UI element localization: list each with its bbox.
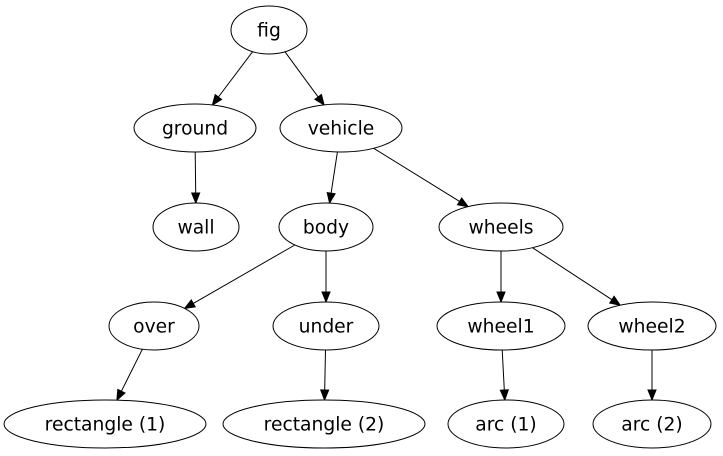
node-label-vehicle: vehicle <box>308 118 375 139</box>
arrowhead-icon <box>116 388 126 402</box>
node-under: under <box>272 301 380 351</box>
node-label-wheel2: wheel2 <box>618 316 685 337</box>
arrowhead-icon <box>647 389 657 402</box>
node-label-arc1: arc (1) <box>475 414 536 435</box>
node-ellipse-ground <box>133 103 257 153</box>
node-label-rectangle1: rectangle (1) <box>45 414 166 435</box>
edge-line-over-rectangle1 <box>120 348 143 392</box>
node-ellipse-rectangle1 <box>3 399 207 449</box>
arrowhead-icon <box>183 299 196 310</box>
node-label-fig: fig <box>257 20 281 41</box>
edge-fig-vehicle <box>284 51 325 106</box>
node-label-wheels: wheels <box>468 217 533 238</box>
node-label-rectangle2: rectangle (2) <box>264 414 385 435</box>
node-ellipse-wheels <box>438 202 564 252</box>
edge-vehicle-body <box>326 151 338 205</box>
arrowhead-icon <box>499 389 510 402</box>
node-label-body: body <box>303 217 349 238</box>
node-wall: wall <box>152 202 240 252</box>
edge-line-wheel1-arc1 <box>501 349 505 391</box>
node-arc2: arc (2) <box>592 399 712 449</box>
edge-line-body-over <box>193 244 296 304</box>
edge-line-ground-wall <box>194 151 197 194</box>
edge-ground-wall <box>190 151 201 205</box>
edge-body-over <box>183 244 296 310</box>
node-body: body <box>278 202 374 252</box>
node-over: over <box>108 301 200 351</box>
node-ellipse-wall <box>152 202 240 252</box>
node-rectangle2: rectangle (2) <box>222 399 426 449</box>
edge-vehicle-wheels <box>373 147 470 208</box>
node-wheel2: wheel2 <box>587 301 717 351</box>
node-wheels: wheels <box>438 202 564 252</box>
node-ellipse-arc2 <box>592 399 712 449</box>
edge-line-under-rectangle2 <box>324 349 326 391</box>
node-label-wheel1: wheel1 <box>467 316 534 337</box>
node-ellipse-wheel2 <box>587 301 717 351</box>
arrowhead-icon <box>211 93 223 107</box>
edge-line-fig-vehicle <box>284 51 319 98</box>
arrowhead-icon <box>496 291 506 304</box>
node-label-under: under <box>299 316 354 337</box>
node-ellipse-rectangle2 <box>222 399 426 449</box>
node-vehicle: vehicle <box>279 103 403 153</box>
node-label-ground: ground <box>162 118 228 139</box>
arrowhead-icon <box>314 93 325 106</box>
node-ellipse-under <box>272 301 380 351</box>
edge-line-vehicle-body <box>330 151 338 194</box>
node-label-arc2: arc (2) <box>621 414 682 435</box>
node-wheel1: wheel1 <box>436 301 566 351</box>
node-label-wall: wall <box>177 217 214 238</box>
node-fig: fig <box>230 5 308 55</box>
edge-under-rectangle2 <box>319 349 330 402</box>
node-ground: ground <box>133 103 257 153</box>
node-label-over: over <box>133 316 175 337</box>
node-ellipse-over <box>108 301 200 351</box>
node-ellipse-wheel1 <box>436 301 566 351</box>
arrowhead-icon <box>319 389 330 402</box>
node-ellipse-vehicle <box>279 103 403 153</box>
edge-body-under <box>321 251 331 304</box>
node-ellipse-arc1 <box>447 399 565 449</box>
node-ellipse-fig <box>230 5 308 55</box>
edge-wheel1-arc1 <box>499 349 510 402</box>
arrowhead-icon <box>190 192 201 205</box>
edge-wheel2-arc2 <box>647 350 657 402</box>
edge-over-rectangle1 <box>116 348 143 402</box>
arrowhead-icon <box>456 197 470 208</box>
edge-line-wheels-wheel2 <box>532 247 613 301</box>
arrowhead-icon <box>326 191 336 205</box>
node-ellipse-body <box>278 202 374 252</box>
edge-wheels-wheel2 <box>532 247 622 306</box>
edge-wheels-wheel1 <box>496 251 506 304</box>
node-arc1: arc (1) <box>447 399 565 449</box>
edge-line-fig-ground <box>218 51 253 98</box>
edge-line-vehicle-wheels <box>373 147 460 202</box>
node-rectangle1: rectangle (1) <box>3 399 207 449</box>
arrowhead-icon <box>608 295 622 306</box>
edge-fig-ground <box>211 51 253 107</box>
arrowhead-icon <box>321 291 331 304</box>
